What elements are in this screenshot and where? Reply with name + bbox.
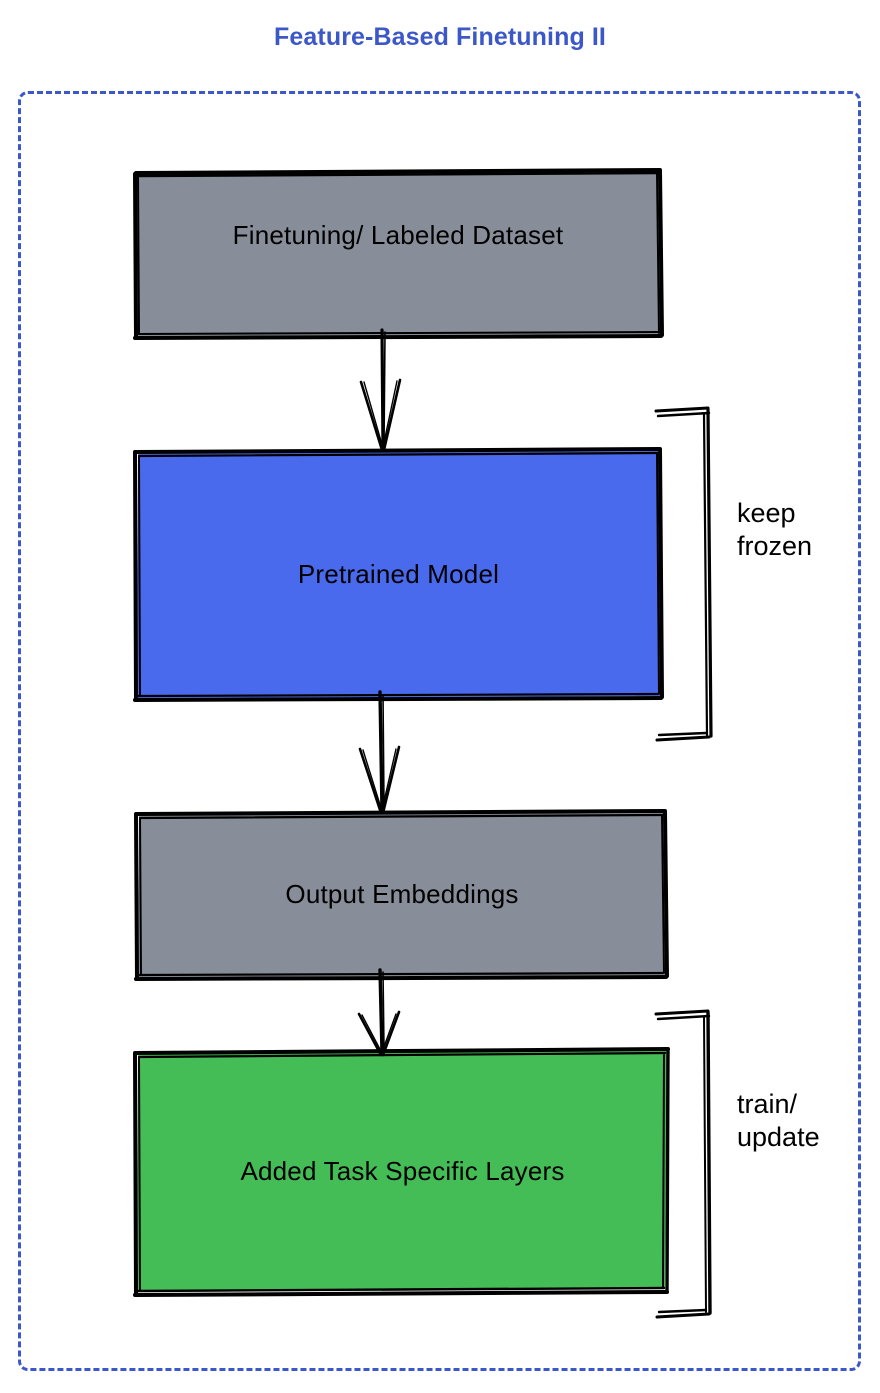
annotation-keep-frozen: keep frozen bbox=[737, 498, 813, 561]
arrow-embeddings-to-tasklayers bbox=[357, 968, 401, 1057]
node-sketch-outline bbox=[133, 1047, 670, 1297]
node-output-embeddings[interactable]: Output Embeddings bbox=[134, 809, 669, 981]
node-sketch-outline bbox=[134, 809, 669, 981]
bracket-keep-frozen bbox=[654, 406, 713, 742]
node-label: Added Task Specific Layers bbox=[240, 1156, 565, 1186]
node-sketch-outline bbox=[133, 447, 664, 702]
arrow-dataset-to-pretrained bbox=[359, 328, 402, 452]
node-finetuning-labeled-dataset[interactable]: Finetuning/ Labeled Dataset bbox=[133, 168, 664, 340]
node-label: Output Embeddings bbox=[285, 879, 519, 909]
arrow-pretrained-to-embeddings bbox=[358, 690, 401, 815]
node-label: Pretrained Model bbox=[297, 558, 500, 589]
bracket-train-update bbox=[654, 1009, 712, 1319]
diagram-outer-frame bbox=[18, 91, 861, 1371]
node-sketch-outline bbox=[133, 168, 664, 340]
node-pretrained-model[interactable]: Pretrained Model bbox=[133, 447, 664, 702]
page-title: Feature-Based Finetuning II bbox=[274, 23, 606, 51]
node-added-task-specific-layers[interactable]: Added Task Specific Layers bbox=[133, 1047, 670, 1297]
annotation-train-update: train/ update bbox=[737, 1089, 820, 1152]
node-label: Finetuning/ Labeled Dataset bbox=[232, 220, 564, 250]
